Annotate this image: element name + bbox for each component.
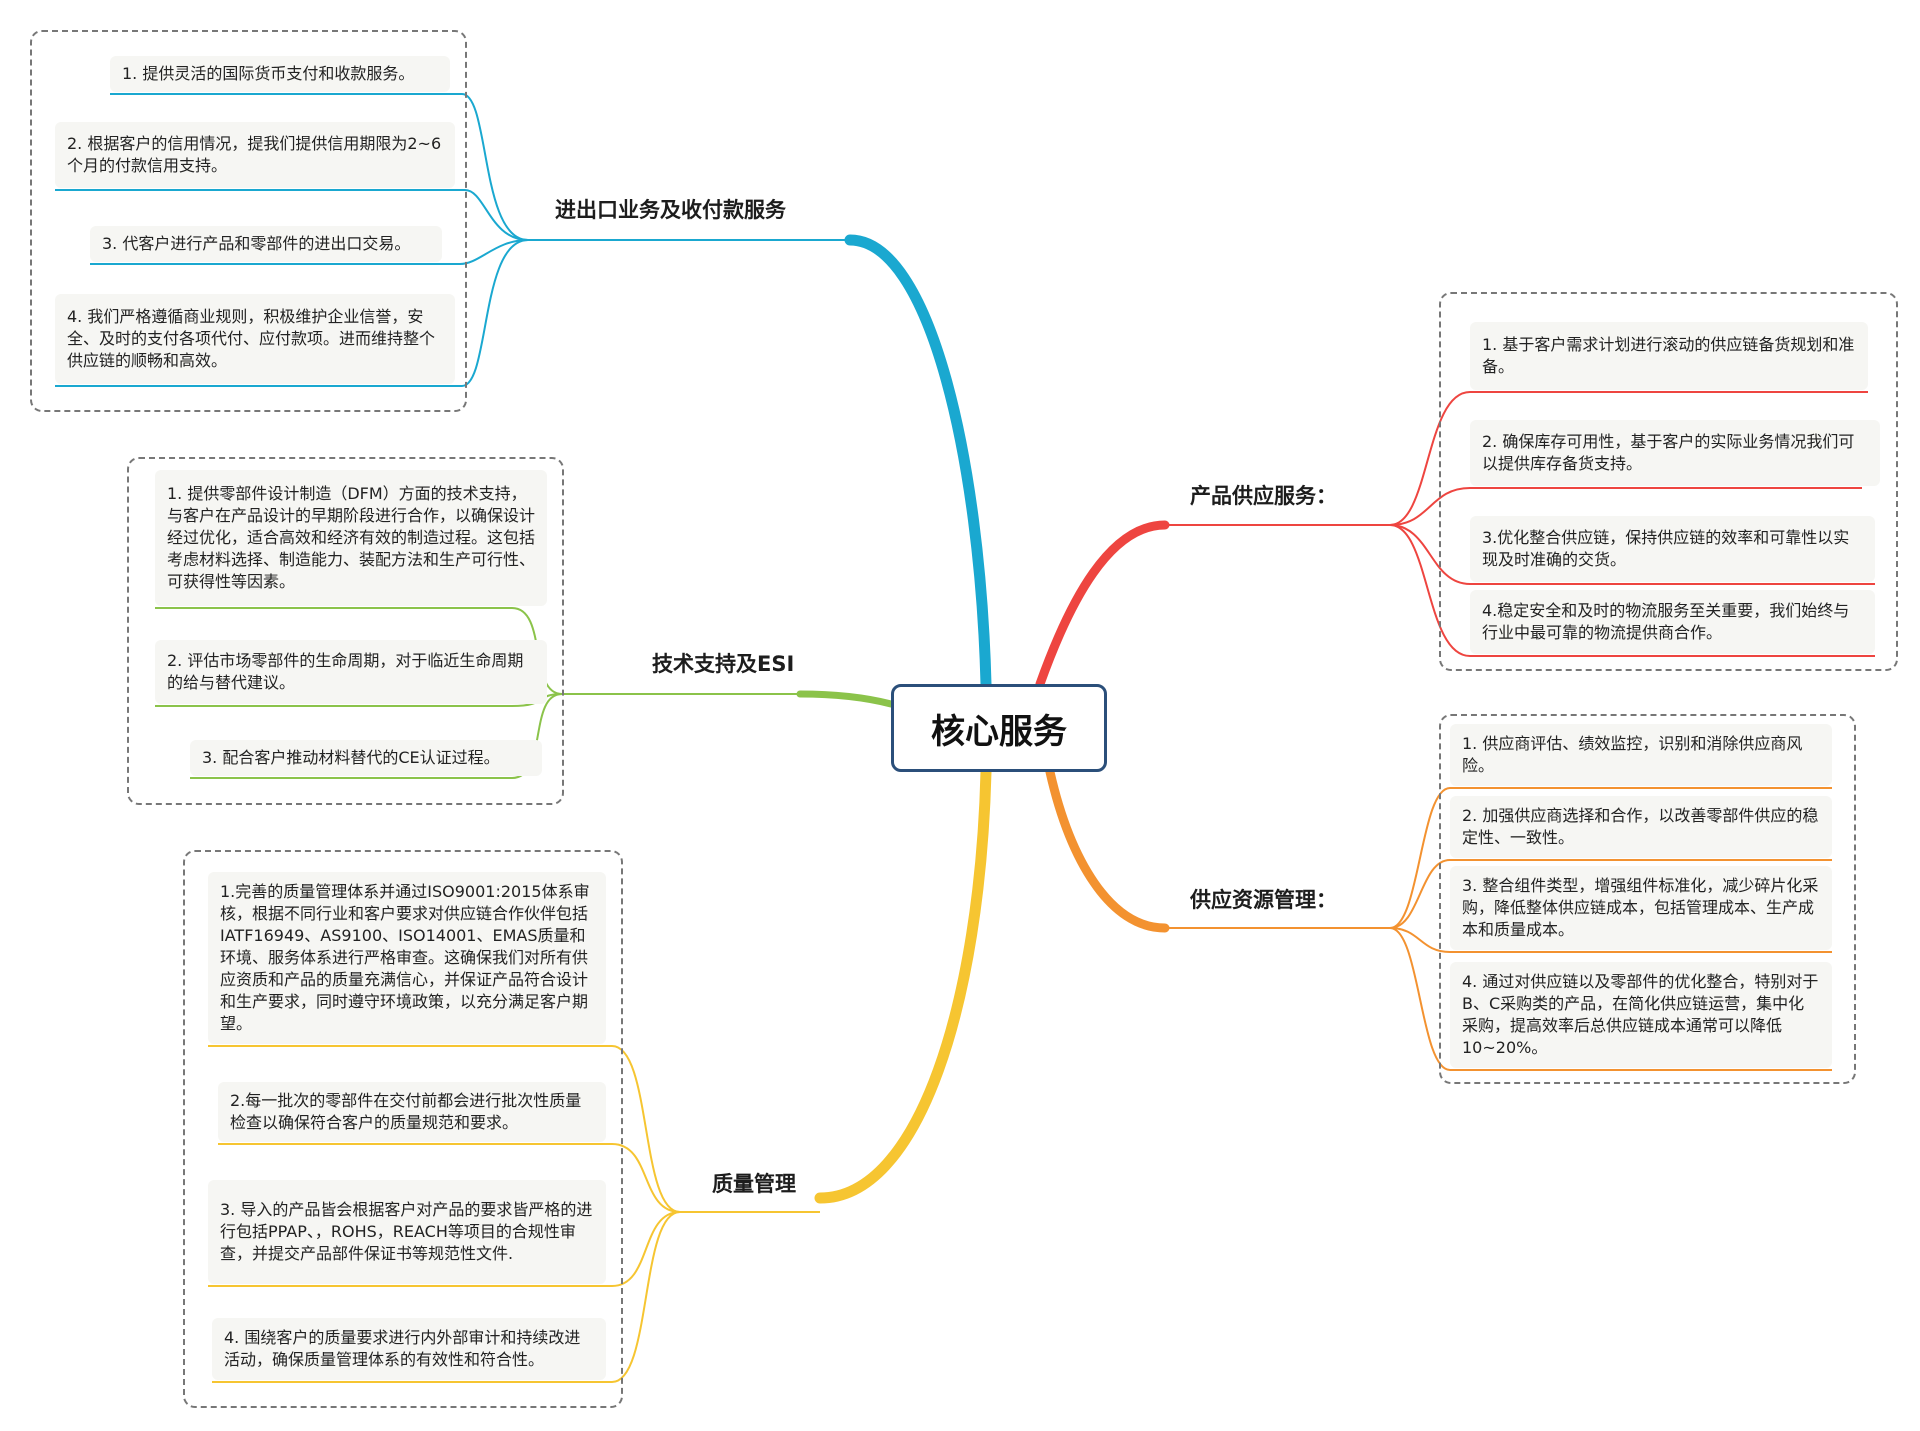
leaf-link-s-1 <box>1389 391 1868 526</box>
leaf-text: 1. 基于客户需求计划进行滚动的供应链备货规划和准备。 <box>1482 335 1855 376</box>
leaf-text: 4. 围绕客户的质量要求进行内外部审计和持续改进活动，确保质量管理体系的有效性和… <box>224 1328 581 1369</box>
leaf-import-export-3: 3. 代客户进行产品和零部件的进出口交易。 <box>90 226 442 262</box>
branch-label-quality: 质量管理 <box>712 1172 796 1196</box>
leaf-text: 3. 代客户进行产品和零部件的进出口交易。 <box>102 234 411 253</box>
leaf-text: 1. 提供灵活的国际货币支付和收款服务。 <box>122 64 415 83</box>
main-link-tech <box>796 690 895 708</box>
leaf-text: 3.优化整合供应链，保持供应链的效率和可靠性以实现及时准确的交货。 <box>1482 528 1850 569</box>
leaf-link-src-2 <box>1389 859 1832 929</box>
leaf-quality-2: 2.每一批次的零部件在交付前都会进行批次性质量检查以确保符合客户的质量规范和要求… <box>218 1082 606 1142</box>
leaf-text: 3. 整合组件类型，增强组件标准化，减少碎片化采购，降低整体供应链成本，包括管理… <box>1462 876 1819 939</box>
group-frame-import-export <box>30 30 467 412</box>
leaf-sourcing-2: 2. 加强供应商选择和合作，以改善零部件供应的稳定性、一致性。 <box>1450 796 1832 858</box>
leaf-link-q-2 <box>218 1143 681 1213</box>
leaf-text: 2. 加强供应商选择和合作，以改善零部件供应的稳定性、一致性。 <box>1462 806 1819 847</box>
root-label: 核心服务 <box>931 711 1067 752</box>
leaf-text: 4. 我们严格遵循商业规则，积极维护企业信誉，安全、及时的支付各项代付、应付款项… <box>67 307 436 370</box>
main-link-sourcing <box>1045 767 1170 933</box>
leaf-tech-1: 1. 提供零部件设计制造（DFM）方面的技术支持，与客户在产品设计的早期阶段进行… <box>155 470 547 606</box>
leaf-link-q-3 <box>208 1211 681 1287</box>
leaf-import-export-2: 2. 根据客户的信用情况，提我们提供信用期限为2~6个月的付款信用支持。 <box>55 122 455 188</box>
leaf-tech-3: 3. 配合客户推动材料替代的CE认证过程。 <box>190 740 542 776</box>
leaf-link-src-3 <box>1389 927 1832 953</box>
leaf-link-s-4 <box>1389 524 1875 657</box>
leaf-link-q-1 <box>208 1045 681 1213</box>
leaf-text: 1.完善的质量管理体系并通过ISO9001:2015体系审核，根据不同行业和客户… <box>220 882 590 1033</box>
leaf-quality-1: 1.完善的质量管理体系并通过ISO9001:2015体系审核，根据不同行业和客户… <box>208 872 606 1044</box>
leaf-quality-4: 4. 围绕客户的质量要求进行内外部审计和持续改进活动，确保质量管理体系的有效性和… <box>212 1318 606 1380</box>
leaf-sourcing-1: 1. 供应商评估、绩效监控，识别和消除供应商风险。 <box>1450 724 1832 786</box>
leaf-link-s-3 <box>1389 524 1875 585</box>
leaf-text: 2. 根据客户的信用情况，提我们提供信用期限为2~6个月的付款信用支持。 <box>67 134 442 175</box>
leaf-link-src-4 <box>1389 927 1832 1071</box>
leaf-text: 2. 评估市场零部件的生命周期，对于临近生命周期的给与替代建议。 <box>167 651 524 692</box>
leaf-text: 2. 确保库存可用性，基于客户的实际业务情况我们可以提供库存备货支持。 <box>1482 432 1855 473</box>
main-link-quality <box>814 766 992 1204</box>
group-frame-supply <box>1439 292 1898 671</box>
branch-label-supply: 产品供应服务： <box>1190 484 1337 508</box>
root-node: 核心服务 <box>891 684 1107 772</box>
branch-label-tech: 技术支持及ESI <box>652 652 795 676</box>
branch-label-sourcing: 供应资源管理： <box>1190 888 1337 912</box>
branch-label-import-export: 进出口业务及收付款服务 <box>555 198 786 222</box>
leaf-sourcing-4: 4. 通过对供应链以及零部件的优化整合，特别对于B、C采购类的产品，在简化供应链… <box>1450 962 1832 1068</box>
leaf-supply-1: 1. 基于客户需求计划进行滚动的供应链备货规划和准备。 <box>1470 322 1868 390</box>
leaf-link-ie-4 <box>55 239 529 387</box>
leaf-supply-3: 3.优化整合供应链，保持供应链的效率和可靠性以实现及时准确的交货。 <box>1470 516 1875 582</box>
leaf-link-src-1 <box>1389 787 1832 929</box>
group-frame-sourcing <box>1439 714 1856 1084</box>
leaf-link-s-2 <box>1389 487 1862 526</box>
leaf-text: 1. 供应商评估、绩效监控，识别和消除供应商风险。 <box>1462 734 1803 775</box>
main-link-import-export <box>844 234 992 690</box>
main-link-supply <box>1035 520 1170 689</box>
leaf-link-ie-3 <box>90 239 529 265</box>
leaf-link-q-4 <box>212 1211 681 1383</box>
leaf-text: 3. 导入的产品皆会根据客户对产品的要求皆严格的进行包括PPAP、，ROHS，R… <box>220 1200 593 1263</box>
leaf-text: 3. 配合客户推动材料替代的CE认证过程。 <box>202 748 500 767</box>
leaf-import-export-1: 1. 提供灵活的国际货币支付和收款服务。 <box>110 56 450 92</box>
leaf-link-ie-1 <box>110 93 529 241</box>
group-frame-quality <box>183 850 623 1408</box>
leaf-tech-2: 2. 评估市场零部件的生命周期，对于临近生命周期的给与替代建议。 <box>155 640 547 704</box>
leaf-text: 1. 提供零部件设计制造（DFM）方面的技术支持，与客户在产品设计的早期阶段进行… <box>167 484 536 591</box>
leaf-sourcing-3: 3. 整合组件类型，增强组件标准化，减少碎片化采购，降低整体供应链成本，包括管理… <box>1450 866 1832 950</box>
group-frame-tech <box>127 457 564 805</box>
leaf-text: 4. 通过对供应链以及零部件的优化整合，特别对于B、C采购类的产品，在简化供应链… <box>1462 972 1819 1057</box>
leaf-supply-4: 4.稳定安全和及时的物流服务至关重要，我们始终与行业中最可靠的物流提供商合作。 <box>1470 590 1875 654</box>
leaf-text: 4.稳定安全和及时的物流服务至关重要，我们始终与行业中最可靠的物流提供商合作。 <box>1482 601 1850 642</box>
leaf-supply-2: 2. 确保库存可用性，基于客户的实际业务情况我们可以提供库存备货支持。 <box>1470 420 1880 486</box>
leaf-text: 2.每一批次的零部件在交付前都会进行批次性质量检查以确保符合客户的质量规范和要求… <box>230 1091 582 1132</box>
leaf-quality-3: 3. 导入的产品皆会根据客户对产品的要求皆严格的进行包括PPAP、，ROHS，R… <box>208 1180 606 1284</box>
leaf-import-export-4: 4. 我们严格遵循商业规则，积极维护企业信誉，安全、及时的支付各项代付、应付款项… <box>55 294 455 384</box>
